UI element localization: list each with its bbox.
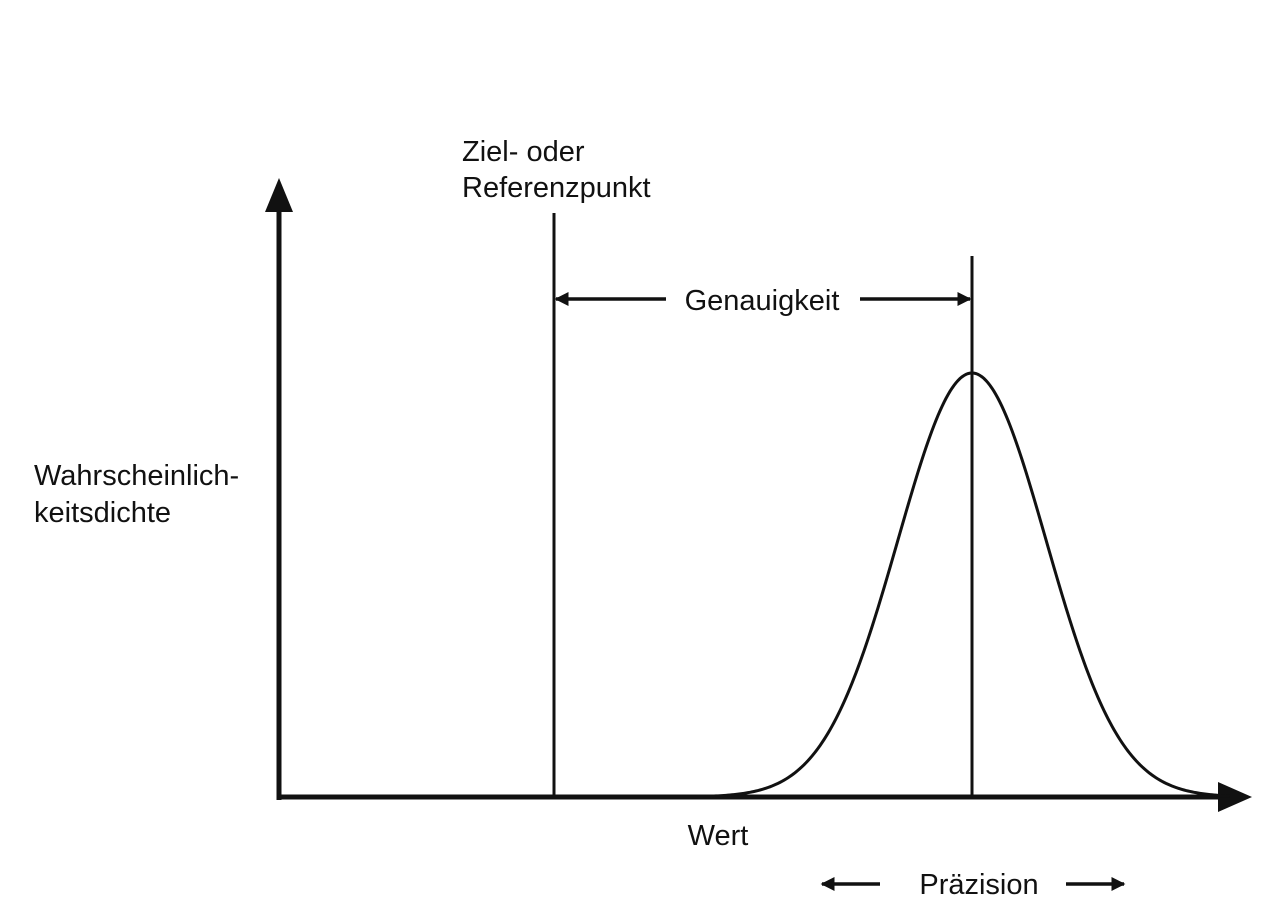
precision-label: Präzision: [919, 869, 1038, 901]
x-axis-label: Wert: [688, 820, 749, 852]
reference-label-line2: Referenzpunkt: [462, 172, 651, 204]
distribution-curve: [560, 371, 1231, 799]
y-axis-label-line2: keitsdichte: [34, 497, 171, 529]
x-axis-arrowhead: [1218, 782, 1252, 812]
y-axis-label-line1: Wahrscheinlich-: [34, 460, 239, 492]
accuracy-label: Genauigkeit: [685, 285, 840, 317]
y-axis-arrowhead: [265, 178, 293, 212]
reference-label-line1: Ziel- oder: [462, 136, 585, 168]
